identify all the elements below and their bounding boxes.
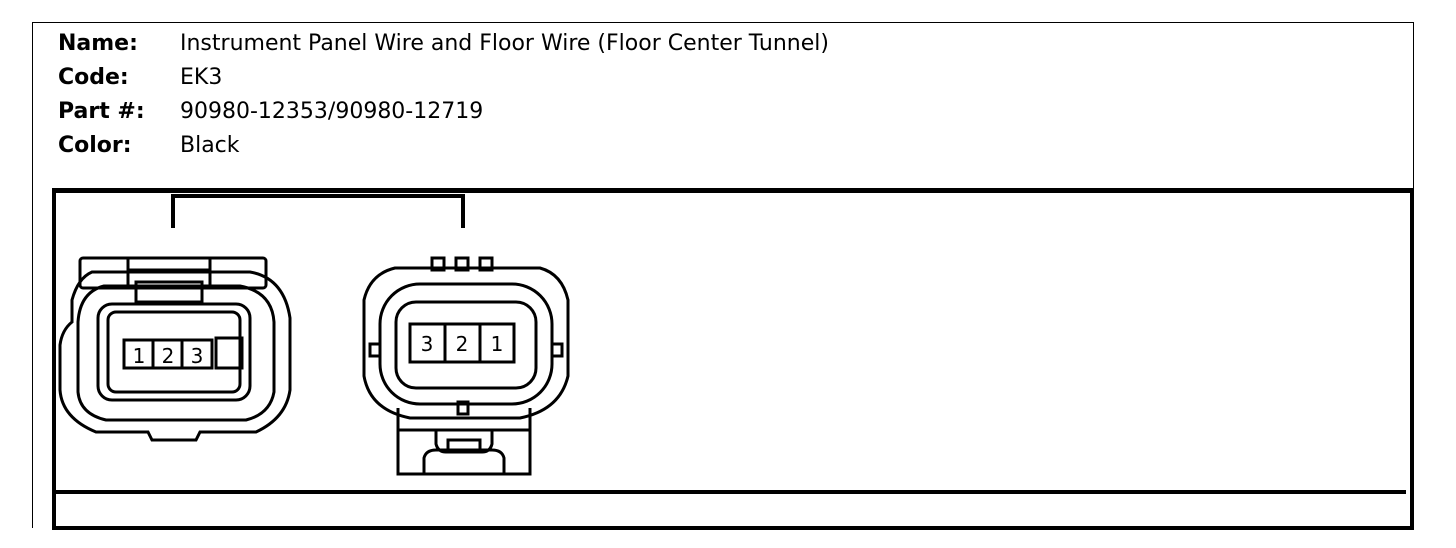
right-pin-label: 3 (421, 332, 434, 356)
color-label: Color: (58, 133, 132, 158)
right-lock-latch (434, 430, 494, 454)
left-pin-label: 2 (162, 344, 175, 368)
right-housing-inner (378, 282, 554, 406)
right-lock-clip (422, 448, 506, 474)
right-lock-button (446, 438, 482, 452)
right-pin-labels: 3 2 1 (421, 332, 504, 356)
left-pin-labels: 1 2 3 (133, 344, 204, 368)
right-top-tab (430, 256, 446, 272)
right-pin-label: 1 (491, 332, 504, 356)
right-pin-label: 2 (456, 332, 469, 356)
left-pin-block (122, 338, 214, 370)
right-cavity (394, 300, 538, 390)
left-connector (58, 256, 292, 442)
code-label: Code: (58, 65, 129, 90)
left-housing-inner (76, 284, 276, 422)
right-bottom-key (456, 400, 470, 416)
right-connector (362, 256, 570, 476)
part-value: 90980-12353/90980-12719 (180, 99, 484, 124)
left-housing-outer (58, 270, 292, 442)
left-cavity-inner (106, 310, 242, 394)
part-label: Part #: (58, 99, 145, 124)
left-latch-outer (78, 256, 268, 290)
left-pin-label: 1 (133, 344, 146, 368)
name-value: Instrument Panel Wire and Floor Wire (Fl… (180, 31, 829, 56)
code-value: EK3 (180, 65, 223, 90)
bottom-strip-divider (52, 490, 1406, 494)
left-side-key (214, 336, 244, 370)
right-top-tab (454, 256, 470, 272)
left-cavity (96, 302, 252, 402)
left-latch-tab (134, 280, 204, 304)
right-top-tab (478, 256, 494, 272)
right-lock-body (396, 408, 532, 476)
name-label: Name: (58, 31, 138, 56)
right-pin-block (408, 322, 516, 364)
connector-pair-bracket (171, 194, 465, 228)
right-housing-outer (362, 266, 570, 420)
color-value: Black (180, 133, 240, 158)
diagram-frame (52, 188, 1414, 530)
left-pin-label: 3 (191, 344, 204, 368)
